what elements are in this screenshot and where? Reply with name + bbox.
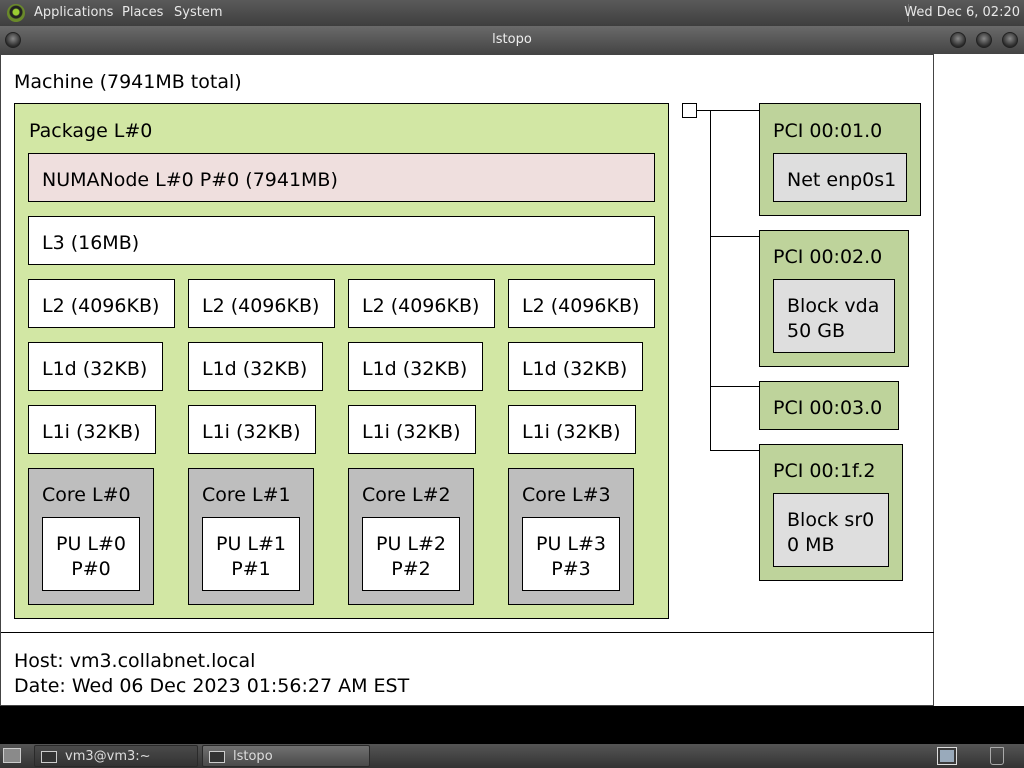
l2-cache-box <box>508 279 655 328</box>
l1i-cache-label: L1i (32KB) <box>202 421 301 443</box>
os-device-label: Block vda <box>787 295 880 317</box>
core-label: Core L#0 <box>42 484 131 506</box>
package-label: Package L#0 <box>29 120 153 142</box>
os-device-label: Net enp0s1 <box>787 169 897 191</box>
bus-connector-line <box>710 386 759 387</box>
taskbar-item-terminal[interactable]: vm3@vm3:~ <box>34 745 198 767</box>
topology-canvas: Machine (7941MB total) Package L#0 NUMAN… <box>0 54 934 706</box>
taskbar-item-label: lstopo <box>233 749 273 764</box>
window-menu-button[interactable] <box>5 32 21 48</box>
pu-os-index: P#2 <box>391 558 431 580</box>
l2-cache-box <box>348 279 495 328</box>
pu-box <box>362 517 460 591</box>
workspace-switcher-icon[interactable] <box>937 747 957 765</box>
bus-connector-line <box>710 450 759 451</box>
applications-menu[interactable]: Applications <box>34 5 114 20</box>
l2-cache-label: L2 (4096KB) <box>362 295 480 317</box>
places-menu[interactable]: Places <box>122 5 164 20</box>
os-device-box <box>773 153 907 202</box>
pu-label: PU L#0 <box>56 533 126 555</box>
l2-cache-box <box>28 279 175 328</box>
l1i-cache-label: L1i (32KB) <box>362 421 461 443</box>
os-device-label: Block sr0 <box>787 509 875 531</box>
numa-node-label: NUMANode L#0 P#0 (7941MB) <box>42 169 338 191</box>
l2-cache-label: L2 (4096KB) <box>202 295 320 317</box>
numa-node-box <box>28 153 655 202</box>
clock[interactable]: Wed Dec 6, 02:20 <box>904 5 1020 20</box>
l1i-cache-box <box>28 405 156 454</box>
terminal-icon <box>41 751 57 763</box>
l1i-cache-box <box>348 405 476 454</box>
taskbar-item-lstopo[interactable]: lstopo <box>202 745 370 767</box>
distro-logo-icon[interactable] <box>7 4 25 22</box>
panel-separator <box>908 4 909 22</box>
l2-cache-label: L2 (4096KB) <box>522 295 640 317</box>
l3-cache-box <box>28 216 655 265</box>
pu-box <box>522 517 620 591</box>
os-device-box <box>773 493 889 567</box>
pu-box <box>42 517 140 591</box>
machine-label: Machine (7941MB total) <box>14 71 242 93</box>
pu-label: PU L#2 <box>376 533 446 555</box>
taskbar-item-label: vm3@vm3:~ <box>65 749 151 764</box>
host-label: Host: vm3.collabnet.local <box>14 650 256 672</box>
os-device-box <box>773 279 895 353</box>
show-desktop-icon[interactable] <box>3 748 21 763</box>
l2-cache-box <box>188 279 335 328</box>
window-title-bar[interactable]: lstopo <box>0 26 1024 54</box>
top-panel: Applications Places System Wed Dec 6, 02… <box>0 0 1024 26</box>
pu-os-index: P#1 <box>231 558 271 580</box>
pu-label: PU L#1 <box>216 533 286 555</box>
core-label: Core L#2 <box>362 484 451 506</box>
core-label: Core L#1 <box>202 484 291 506</box>
maximize-button[interactable] <box>976 32 992 48</box>
pci-device-label: PCI 00:02.0 <box>773 246 883 268</box>
l3-cache-label: L3 (16MB) <box>42 232 140 254</box>
bus-connector-line <box>697 110 759 111</box>
l1i-cache-box <box>508 405 636 454</box>
window-title: lstopo <box>492 32 532 47</box>
pu-os-index: P#0 <box>71 558 111 580</box>
pci-device-box <box>759 381 899 430</box>
l1d-cache-label: L1d (32KB) <box>522 358 628 380</box>
l1d-cache-box <box>188 342 323 391</box>
close-button[interactable] <box>1002 32 1018 48</box>
trash-icon[interactable] <box>990 747 1004 765</box>
bottom-panel: vm3@vm3:~ lstopo <box>0 744 1024 768</box>
l1i-cache-label: L1i (32KB) <box>522 421 621 443</box>
pu-os-index: P#3 <box>551 558 591 580</box>
bus-connector-line <box>710 110 711 451</box>
pci-device-label: PCI 00:01.0 <box>773 120 883 142</box>
l1d-cache-box <box>28 342 163 391</box>
l1i-cache-box <box>188 405 316 454</box>
legend-divider <box>1 632 934 633</box>
l1d-cache-label: L1d (32KB) <box>362 358 468 380</box>
window-icon <box>209 751 225 763</box>
pci-device-label: PCI 00:1f.2 <box>773 460 876 482</box>
system-menu[interactable]: System <box>174 5 223 20</box>
core-label: Core L#3 <box>522 484 611 506</box>
l1d-cache-box <box>508 342 643 391</box>
os-device-size: 50 GB <box>787 320 845 342</box>
os-device-size: 0 MB <box>787 534 835 556</box>
bus-connector-line <box>710 236 759 237</box>
l1d-cache-box <box>348 342 483 391</box>
l2-cache-label: L2 (4096KB) <box>42 295 160 317</box>
l1i-cache-label: L1i (32KB) <box>42 421 141 443</box>
host-bridge-box <box>682 103 697 118</box>
pci-device-label: PCI 00:03.0 <box>773 397 883 419</box>
date-label: Date: Wed 06 Dec 2023 01:56:27 AM EST <box>14 675 410 697</box>
l1d-cache-label: L1d (32KB) <box>42 358 148 380</box>
pu-label: PU L#3 <box>536 533 606 555</box>
l1d-cache-label: L1d (32KB) <box>202 358 308 380</box>
pu-box <box>202 517 300 591</box>
minimize-button[interactable] <box>950 32 966 48</box>
window-background <box>934 54 1024 706</box>
